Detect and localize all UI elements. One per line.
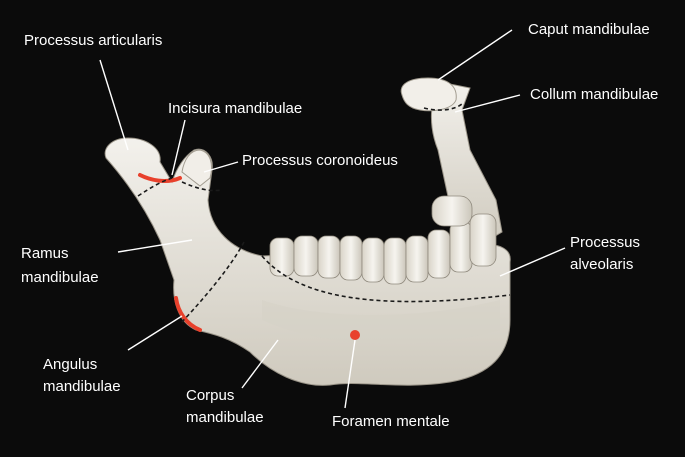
leader-angulus-mandibulae [128, 316, 182, 350]
label-foramen-mentale: Foramen mentale [332, 412, 450, 431]
tooth [294, 236, 318, 276]
label-corpus-mandibulae-line1: Corpus [186, 386, 234, 405]
tooth [406, 236, 428, 282]
leader-caput-mandibulae [438, 30, 512, 80]
label-incisura-mandibulae: Incisura mandibulae [168, 99, 302, 118]
label-angulus-mandibulae-line2: mandibulae [43, 377, 121, 396]
teeth-row [270, 196, 496, 284]
label-processus-articularis: Processus articularis [24, 31, 162, 50]
label-ramus-mandibulae-line1: Ramus [21, 244, 69, 263]
tooth [362, 238, 384, 282]
tooth [428, 230, 450, 278]
label-caput-mandibulae: Caput mandibulae [528, 20, 650, 39]
label-processus-alveolaris-line2: alveolaris [570, 255, 633, 274]
label-angulus-mandibulae-line1: Angulus [43, 355, 97, 374]
label-processus-coronoideus: Processus coronoideus [242, 151, 398, 170]
tooth [270, 238, 294, 276]
caput-mandibulae-shape [401, 78, 456, 111]
label-processus-alveolaris-line1: Processus [570, 233, 640, 252]
foramen-mentale-dot [350, 330, 360, 340]
tooth [340, 236, 362, 280]
tooth [318, 236, 340, 278]
tooth [450, 222, 472, 272]
tooth [470, 214, 496, 266]
tooth [432, 196, 472, 226]
label-collum-mandibulae: Collum mandibulae [530, 85, 658, 104]
label-corpus-mandibulae-line2: mandibulae [186, 408, 264, 427]
leader-processus-articularis [100, 60, 128, 150]
label-ramus-mandibulae-line2: mandibulae [21, 268, 99, 287]
tooth [384, 238, 406, 284]
